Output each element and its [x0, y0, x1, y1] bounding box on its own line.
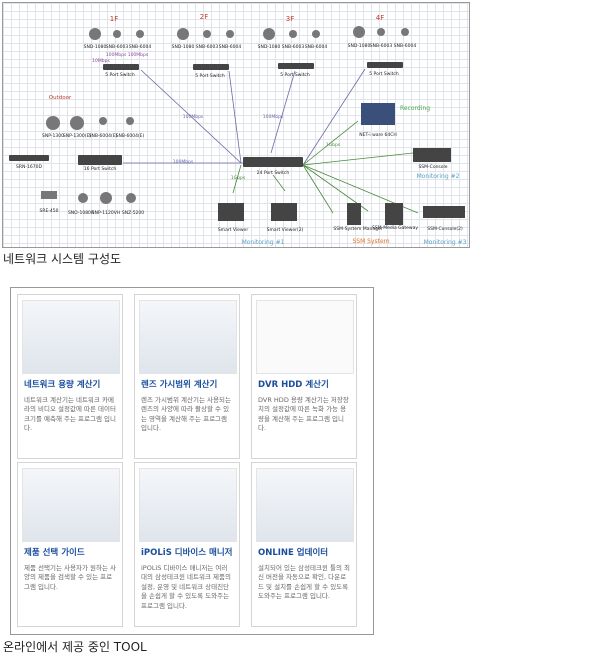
- switch-label: 5 Port Switch: [369, 72, 399, 77]
- switch-label: 24 Port Switch: [256, 171, 290, 176]
- camera-label: SNB-6003: [281, 45, 305, 50]
- tool-thumbnail: [139, 468, 237, 542]
- tool-title[interactable]: 제품 선택 가이드: [24, 548, 85, 558]
- tool-thumbnail: [256, 468, 354, 542]
- tool-title[interactable]: 렌즈 가시범위 계산기: [141, 380, 218, 390]
- network-diagram: 1F 2F 3F 4F SND-1080 SNB-6003 SNB-6004 S…: [2, 2, 470, 248]
- tool-description: 제품 선택기는 사용자가 원하는 사양의 제품을 검색할 수 있는 프로그램 입…: [24, 564, 116, 591]
- recorder-label: SRN-1670D: [16, 165, 42, 170]
- tool-title[interactable]: iPOLiS 디바이스 매니저: [141, 548, 233, 558]
- tool-thumbnail: [256, 300, 354, 374]
- ssm-system-label: SSM System: [352, 238, 390, 245]
- floor-label: 4F: [375, 14, 385, 22]
- speed-label: 100Mbps: [172, 160, 194, 165]
- camera-label: SNB-6004: [128, 45, 152, 50]
- monitoring-label: Monitoring #2: [416, 173, 460, 180]
- tool-thumbnail: [22, 468, 120, 542]
- tool-title[interactable]: 네트워크 용량 계산기: [24, 380, 101, 390]
- speed-label: 100Mbps 100Mbps: [105, 53, 149, 58]
- floor-label: 1F: [109, 15, 119, 23]
- camera-label: SND-1080: [347, 44, 371, 49]
- speed-label: 100Mbps: [182, 115, 204, 120]
- camera-label: SRE-450: [39, 209, 59, 214]
- camera-label: SNB-6003: [105, 45, 129, 50]
- camera-label: SNB-6004: [393, 44, 417, 49]
- monitoring-label: Monitoring #3: [423, 239, 467, 246]
- tool-card[interactable]: iPOLiS 디바이스 매니저 iPOLiS 디바이스 매니저는 여러 대의 삼성…: [134, 462, 240, 627]
- camera-label: SNB-6003: [369, 44, 393, 49]
- camera-label: SNP-1300(E): [62, 134, 92, 139]
- speed-label: 1Gbps: [325, 143, 341, 148]
- ssm-label: SSM-System Manager: [333, 227, 383, 232]
- speed-label: 10Mbps: [92, 59, 110, 64]
- console-label: SSM-Console: [418, 165, 448, 170]
- network-caption: 네트워크 시스템 구성도: [3, 252, 122, 266]
- camera-label: SNP-1120VH: [91, 211, 121, 216]
- camera-label: SNB-6004: [218, 45, 242, 50]
- floor-label: 2F: [199, 13, 209, 21]
- tool-description: 네트워크 계산기는 네트워크 카메라의 비디오 설정값에 따른 데이터 크기를 …: [24, 396, 116, 433]
- recording-label: Recording: [399, 105, 431, 112]
- camera-label: SNO-1080R: [67, 211, 95, 216]
- camera-label: SNB-6003: [195, 45, 219, 50]
- camera-label: SNB-6004(E): [115, 134, 145, 139]
- camera-label: SNB-6004: [304, 45, 328, 50]
- speed-label: 100Mbps: [262, 115, 284, 120]
- camera-label: SNP-1300: [42, 134, 64, 139]
- tools-caption: 온라인에서 제공 중인 TOOL: [3, 640, 147, 654]
- switch-label: 5 Port Switch: [105, 73, 135, 78]
- monitoring-label: Monitoring #1: [241, 239, 285, 246]
- tool-card[interactable]: DVR HDD 계산기 DVR HDD 용량 계산기는 저장장치의 설정값에 따른…: [251, 294, 357, 459]
- ssm-label: SSM-Media Gateway: [371, 226, 419, 231]
- speed-label: 1Gbps: [230, 176, 246, 181]
- tool-description: iPOLiS 디바이스 매니저는 여러 대의 삼성테크윈 네트워크 제품의 설정…: [141, 564, 231, 610]
- device-icons: [9, 62, 465, 225]
- viewer-label: Smart Viewer(2): [266, 228, 304, 233]
- tool-thumbnail: [139, 300, 237, 374]
- tool-title[interactable]: DVR HDD 계산기: [258, 380, 329, 390]
- switch-label: 5 Port Switch: [195, 74, 225, 79]
- switch-label: 5 Port Switch: [280, 73, 310, 78]
- tool-title[interactable]: ONLINE 업데이터: [258, 548, 329, 558]
- tool-description: 설치되어 있는 삼성테크윈 툴의 최신 버전을 자동으로 확인, 다운로드 및 …: [258, 564, 350, 601]
- tool-description: 렌즈 가시범위 계산기는 사용되는 렌즈의 사양에 따라 촬상할 수 있는 영역…: [141, 396, 231, 433]
- camera-label: SND-1080: [83, 45, 107, 50]
- floor-label: 3F: [285, 15, 295, 23]
- diagram-graphics: [9, 26, 465, 225]
- switch-label: 16 Port Switch: [83, 167, 117, 172]
- outdoor-label: Outdoor: [48, 95, 72, 101]
- tool-description: DVR HDD 용량 계산기는 저장장치의 설정값에 따른 녹화 가능 용량을 …: [258, 396, 349, 433]
- ssm-label: SSM-Console(2): [427, 227, 463, 232]
- tool-thumbnail: [22, 300, 120, 374]
- viewer-label: Smart Viewer: [217, 228, 249, 233]
- camera-label: SNB-6004(E): [88, 134, 118, 139]
- camera-icons: [41, 26, 409, 204]
- nvr-label: NET-i ware 64CH: [359, 133, 397, 138]
- camera-label: SNZ-5200: [121, 211, 145, 216]
- camera-label: SND-1080: [257, 45, 281, 50]
- camera-label: SND-1080: [171, 45, 195, 50]
